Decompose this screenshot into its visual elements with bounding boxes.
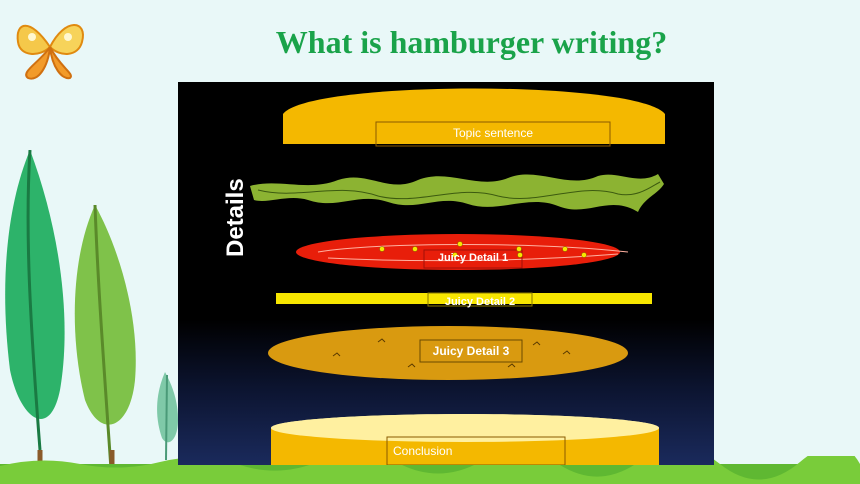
detail-2-label: Juicy Detail 2 xyxy=(444,296,516,308)
conclusion-box xyxy=(386,436,566,465)
hamburger-diagram xyxy=(250,88,665,465)
topic-sentence-box xyxy=(375,121,611,147)
patty xyxy=(268,326,628,380)
top-bun xyxy=(283,88,665,144)
page-title: What is hamburger writing? xyxy=(275,24,668,60)
detail-1-box xyxy=(423,249,523,269)
butterfly-icon xyxy=(16,24,84,80)
tomato xyxy=(296,234,620,270)
hamburger-slide: Details Topic sentence Juicy Detail 1 Ju… xyxy=(178,82,714,465)
detail-3-label: Juicy Detail 3 xyxy=(432,344,510,358)
conclusion-label: Conclusion xyxy=(393,444,453,458)
detail-1-label: Juicy Detail 1 xyxy=(437,252,509,264)
cheese xyxy=(276,293,652,304)
tree-illustration xyxy=(5,150,178,484)
topic-sentence-label: Topic sentence xyxy=(452,126,534,140)
detail-3-box xyxy=(419,339,523,363)
details-side-label: Details xyxy=(222,178,249,257)
